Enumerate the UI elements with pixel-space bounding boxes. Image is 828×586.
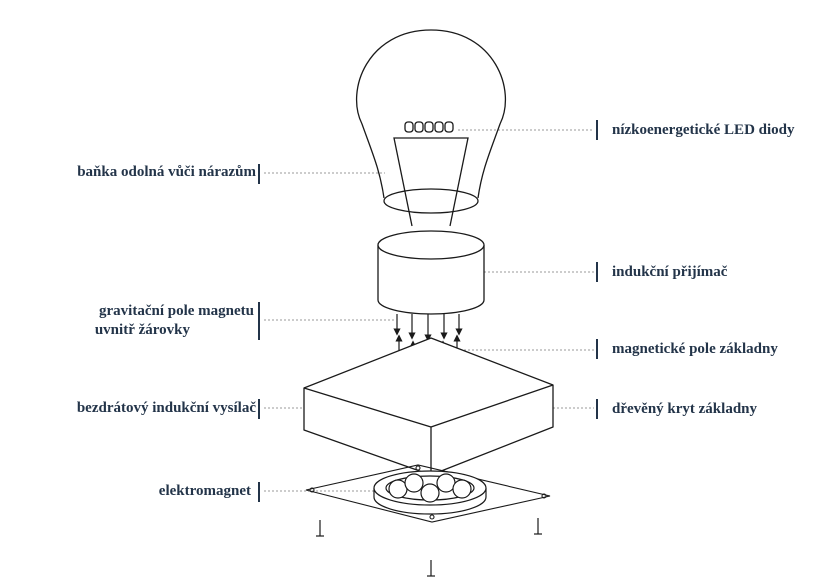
induction-receiver: [377, 230, 485, 315]
leader-lines: [264, 129, 594, 492]
label-bar-gravity-field: [258, 302, 260, 340]
label-bar-bulb-shell: [258, 164, 260, 184]
led-diodes: [404, 121, 454, 133]
label-bar-transmitter: [258, 399, 260, 419]
label-bar-led: [596, 120, 598, 140]
label-led-diodes: nízkoenergetické LED diody: [612, 122, 795, 138]
gravity-arrows: [393, 314, 463, 342]
label-bar-magnetic-field: [596, 339, 598, 359]
light-bulb: [355, 29, 507, 227]
label-gravity-field-line2: uvnitř žárovky: [94, 322, 190, 338]
label-bulb-shell: baňka odolná vůči nárazům: [77, 164, 256, 180]
label-wood-cover: dřevěný kryt základny: [612, 401, 758, 417]
label-bar-wood-cover: [596, 399, 598, 419]
electromagnet-coils: [373, 470, 487, 515]
label-magnetic-field: magnetické pole základny: [612, 341, 778, 357]
electromagnet-plate: [305, 464, 551, 523]
led-support-wires: [393, 137, 469, 227]
label-transmitter: bezdrátový indukční vysílač: [76, 400, 256, 416]
mounting-screws: [316, 518, 542, 577]
label-bar-receiver: [596, 262, 598, 282]
label-gravity-field-line1: gravitační pole magnetu: [99, 303, 254, 319]
label-induction-receiver: indukční přijímač: [612, 264, 728, 280]
label-bar-electromagnet: [258, 482, 260, 502]
label-electromagnet: elektromagnet: [158, 483, 251, 499]
base-box: [303, 337, 554, 476]
